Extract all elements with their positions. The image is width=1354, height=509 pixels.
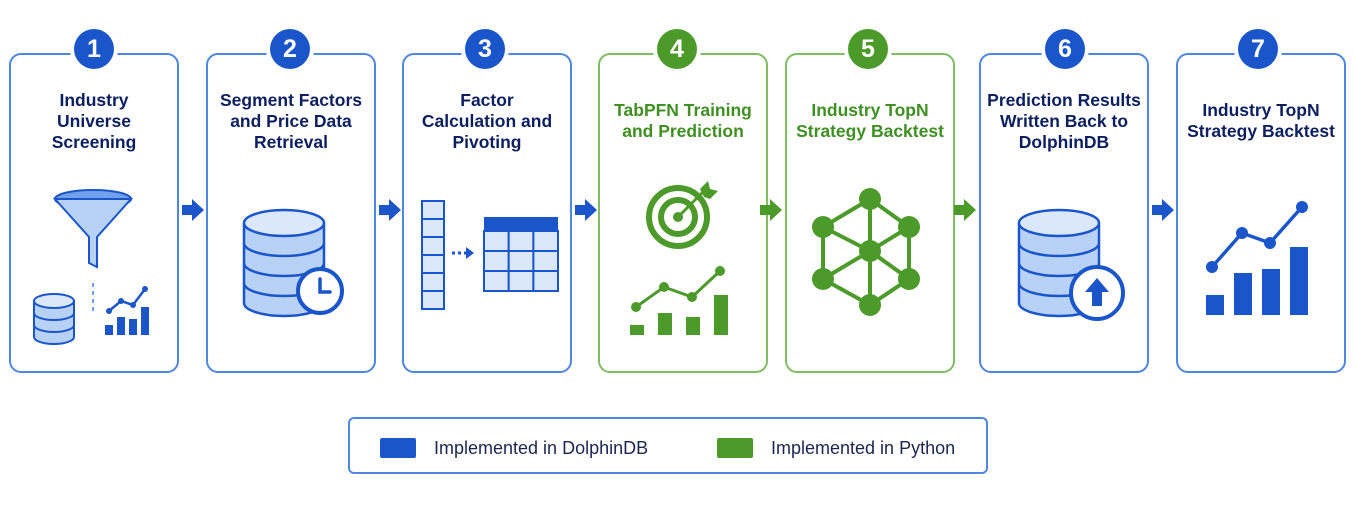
bar-line-chart-icon [105,286,149,335]
step-3-number-badge: 3 [465,29,505,69]
step-6-card: Prediction Results Written Back to Dolph… [979,53,1149,373]
flow-arrow-icon [760,199,782,221]
step-2-illustration [242,208,344,318]
step-6-number-badge: 6 [1045,29,1085,69]
legend-python-swatch [717,438,753,458]
step-1-number-badge: 1 [74,29,114,69]
database-icon [33,293,75,345]
network-graph-icon [812,188,920,316]
step-4-card: TabPFN Training and Prediction [598,53,768,373]
legend-dolphindb-label: Implemented in DolphinDB [434,438,649,458]
step-7-illustration [1206,201,1308,315]
flow-arrow-icon [1152,199,1174,221]
database-clock-icon [242,208,344,318]
step-7-number-badge: 7 [1238,29,1278,69]
step-5-card: Industry TopN Strategy Backtest [785,53,955,373]
step-4-title: TabPFN Training and Prediction [614,100,752,141]
step-3-title: Factor Calculation and Pivoting [421,89,553,152]
flow-arrow-icon [379,199,401,221]
funnel-icon [52,189,134,269]
flow-arrow-icon [954,199,976,221]
step-7-title: Industry TopN Strategy Backtest [1187,100,1335,141]
step-7-card: Industry TopN Strategy Backtest [1176,53,1346,373]
step-5-title: Industry TopN Strategy Backtest [796,100,944,141]
step-2-number-badge: 2 [270,29,310,69]
step-6-title: Prediction Results Written Back to Dolph… [987,89,1141,152]
column-to-table-pivot-icon [421,200,559,310]
step-5-number-badge: 5 [848,29,888,69]
step-6-illustration [1017,208,1125,321]
bar-line-chart-icon [630,266,728,335]
step-1-illustration [33,189,149,345]
step-1-card: Industry Universe Screening [9,53,179,373]
step-3-card: Factor Calculation and Pivoting [402,53,572,373]
bar-line-chart-icon [1206,201,1308,315]
step-2-card: Segment Factors and Price Data Retrieval [206,53,376,373]
step-4-number-badge: 4 [657,29,697,69]
flow-arrow-icon [182,199,204,221]
step-3-illustration [421,200,559,310]
target-icon [646,181,718,249]
step-4-illustration [630,181,728,335]
legend: Implemented in DolphinDB Implemented in … [348,417,988,474]
legend-python-label: Implemented in Python [771,438,956,458]
step-2-title: Segment Factors and Price Data Retrieval [220,89,362,152]
step-1-title: Industry Universe Screening [51,89,137,152]
step-5-illustration [812,188,920,316]
legend-dolphindb-swatch [380,438,416,458]
database-upload-icon [1017,208,1125,321]
flow-arrow-icon [575,199,597,221]
